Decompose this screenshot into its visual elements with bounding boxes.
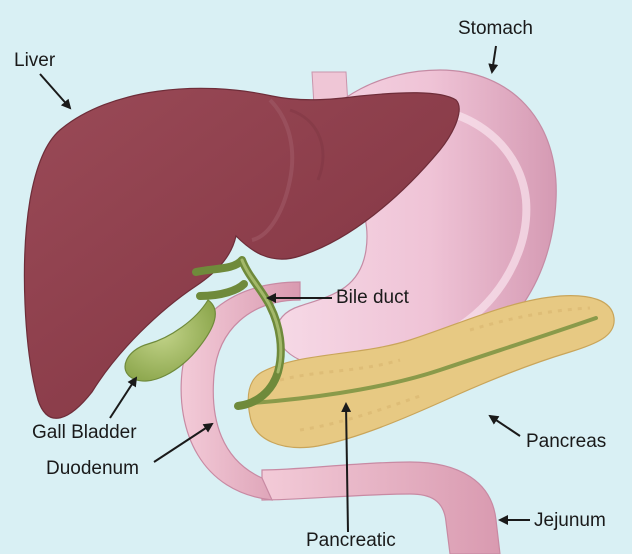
gall-bladder-label: Gall Bladder <box>32 422 137 443</box>
liver-shape <box>23 87 460 419</box>
pancreas-label: Pancreas <box>526 431 607 452</box>
stomach-label: Stomach <box>458 18 533 39</box>
pancreas-pointer <box>488 414 521 437</box>
liver-label: Liver <box>14 50 56 71</box>
duodenum-label: Duodenum <box>46 458 139 479</box>
jejunum-shape <box>261 461 501 554</box>
bile-duct-label: Bile duct <box>336 287 409 308</box>
jejunum-label: Jejunum <box>534 510 606 531</box>
stomach-pointer <box>488 45 499 74</box>
pancreatic-pointer <box>341 402 352 533</box>
duodenum-pointer <box>153 422 214 463</box>
liver-lobe-line <box>251 98 295 242</box>
pancreatic-label: Pancreatic <box>306 530 396 551</box>
gall-bladder-pointer <box>109 376 138 419</box>
pancreatic-duct-shape <box>236 316 598 406</box>
pancreas-texture <box>279 306 591 432</box>
bile-duct-highlight <box>240 258 283 374</box>
liver-pointer <box>39 73 72 110</box>
liver-shadow <box>289 108 325 181</box>
